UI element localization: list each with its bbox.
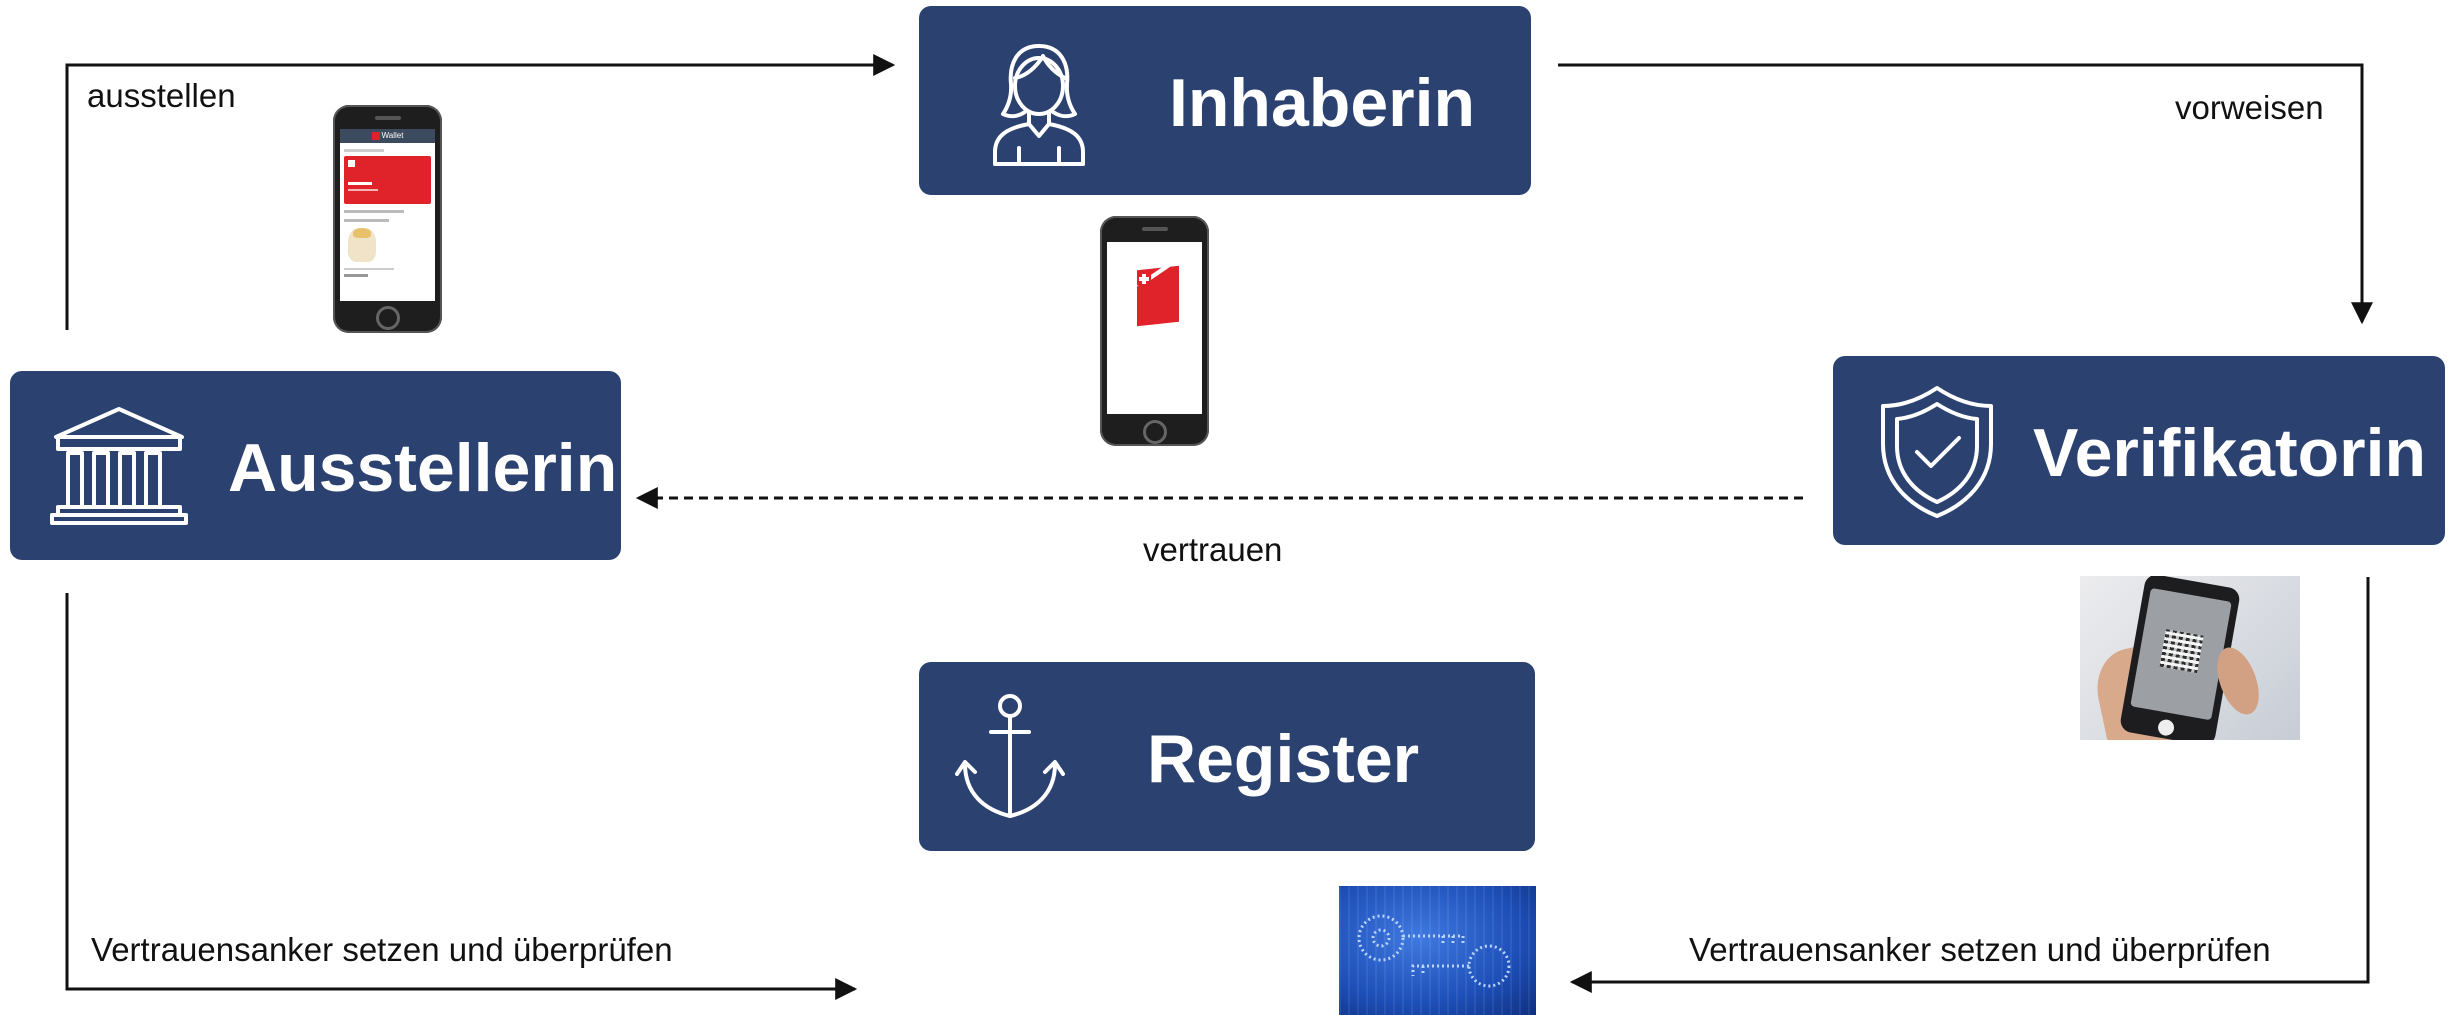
classical-building-icon	[50, 405, 188, 532]
edge-anker-right	[1569, 577, 2370, 993]
node-verifikatorin: Verifikatorin	[1833, 356, 2445, 545]
label-vorweisen: vorweisen	[2175, 89, 2324, 126]
wallet-phone-image: Wallet	[333, 105, 442, 333]
node-ausstellerin: Ausstellerin	[10, 371, 621, 560]
credential-phone-image	[1100, 216, 1209, 446]
label-ausstellen: ausstellen	[87, 77, 236, 114]
qr-scan-photo	[2080, 576, 2300, 740]
edge-vorweisen	[1558, 63, 2373, 325]
shield-check-icon	[1879, 384, 1995, 525]
node-label: Verifikatorin	[2033, 415, 2427, 491]
id-card-graphic	[344, 156, 431, 204]
credential-phone-screen	[1107, 242, 1202, 414]
label-anker-left: Vertrauensanker setzen und überprüfen	[91, 931, 673, 968]
node-label: Ausstellerin	[228, 430, 618, 506]
wallet-app-header: Wallet	[340, 129, 435, 143]
label-anker-right: Vertrauensanker setzen und überprüfen	[1689, 931, 2271, 968]
node-label: Inhaberin	[1169, 65, 1476, 141]
woman-avatar-icon	[989, 40, 1089, 173]
digital-key-photo	[1339, 886, 1536, 1015]
key-icon	[1357, 914, 1511, 988]
wallet-header-title: Wallet	[381, 131, 404, 140]
swiss-cross-icon	[1137, 272, 1151, 286]
qr-code-icon	[2159, 629, 2204, 674]
wallet-phone-screen: Wallet	[340, 129, 435, 301]
edge-anker-left	[65, 593, 858, 1000]
swiss-cross-icon	[348, 160, 355, 167]
label-vertrauen: vertrauen	[1143, 531, 1283, 568]
edge-ausstellen	[65, 54, 896, 330]
node-label: Register	[1147, 721, 1420, 797]
node-register: Register	[919, 662, 1535, 851]
portrait-photo	[348, 228, 376, 262]
node-inhaberin: Inhaberin	[919, 6, 1531, 195]
anchor-icon	[955, 692, 1065, 827]
